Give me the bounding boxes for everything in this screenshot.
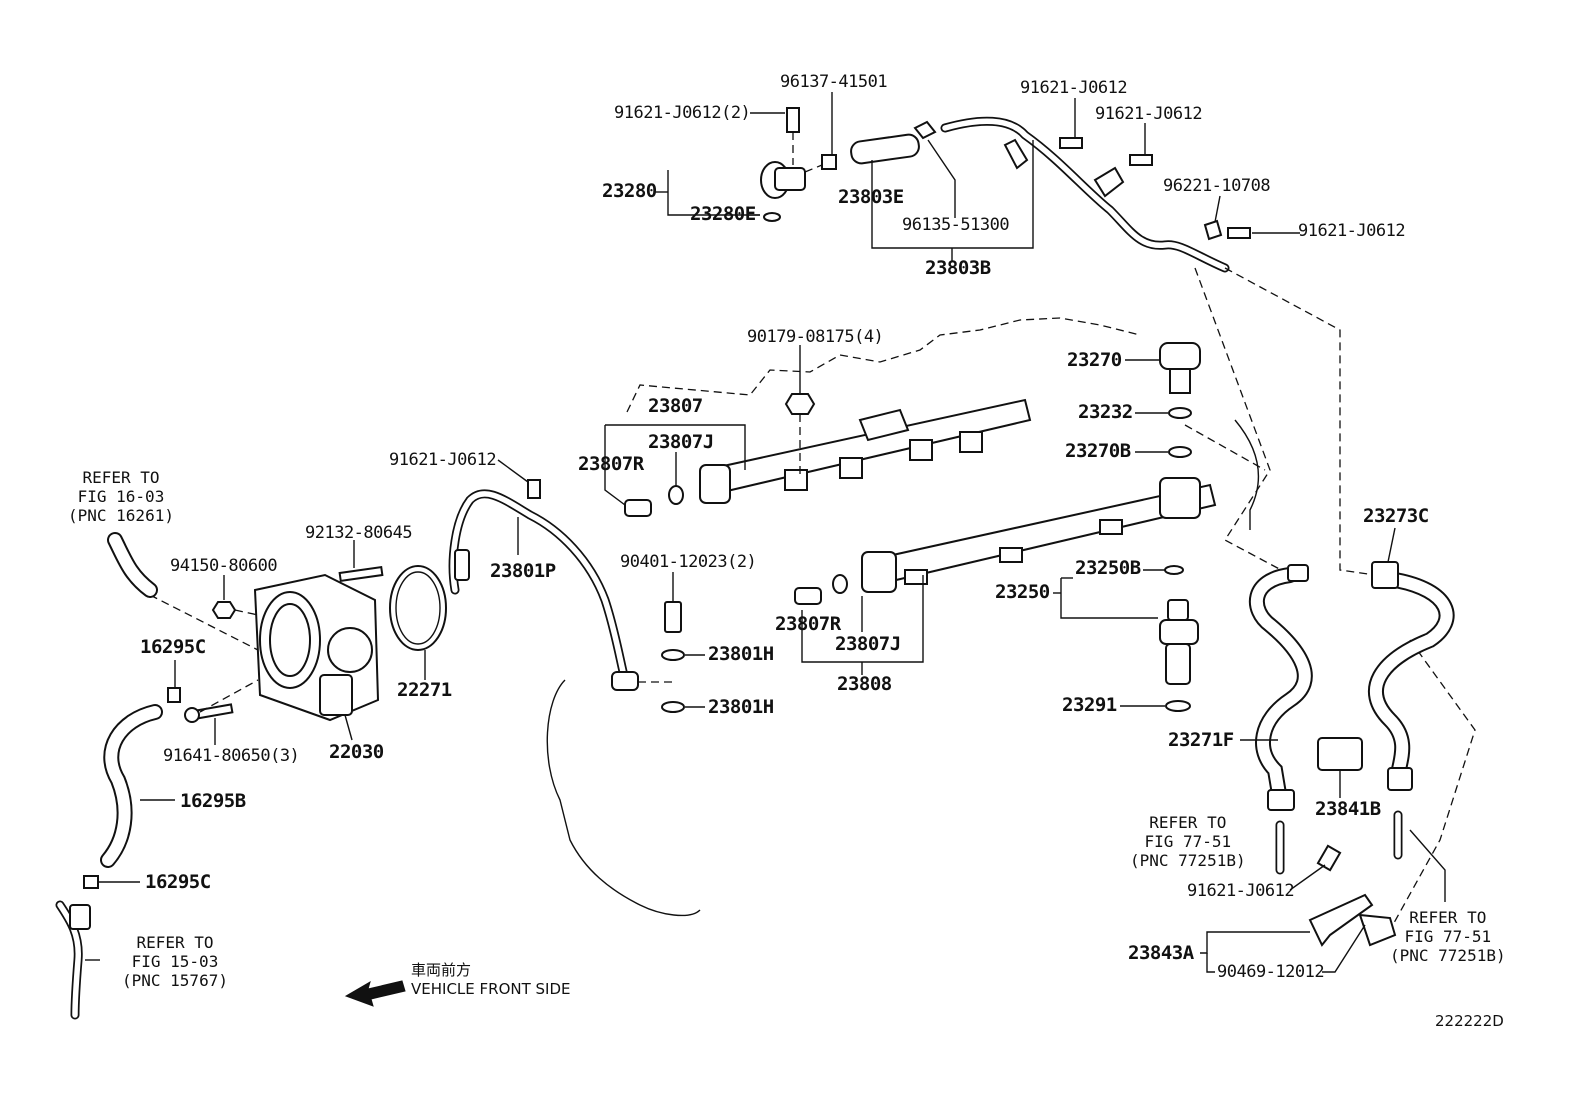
label-90469-12012: 90469-12012	[1217, 962, 1325, 982]
label-23270B: 23270B	[1065, 440, 1131, 462]
label-96135-51300: 96135-51300	[902, 215, 1010, 235]
label-96137-41501: 96137-41501	[780, 72, 888, 92]
gasket-22271	[389, 565, 447, 651]
fuel-rail-23808	[861, 477, 1217, 593]
direction-label-en: VEHICLE FRONT SIDE	[411, 980, 571, 998]
hose-23803E	[850, 133, 920, 165]
engine-outline-side	[1234, 419, 1260, 530]
clip-96221	[1203, 219, 1223, 241]
plug-23807R-b	[794, 587, 822, 605]
injector-23250	[1159, 599, 1199, 685]
label-23273C: 23273C	[1363, 505, 1429, 527]
oring-23250B	[1164, 565, 1184, 575]
oring-23270B	[1168, 446, 1192, 458]
oring-23232	[1168, 407, 1192, 419]
hose-23273C	[1367, 572, 1455, 783]
bolt-b	[1129, 154, 1153, 166]
nut-90179	[784, 393, 816, 415]
label-91621-J0612-b: 91621-J0612	[1095, 104, 1203, 124]
leader-lines	[85, 92, 1446, 973]
oring-23291	[1165, 700, 1191, 712]
label-23250: 23250	[995, 581, 1050, 603]
label-90179-08175: 90179-08175(4)	[747, 327, 884, 347]
nut-94150	[211, 601, 237, 619]
bolt-a	[1059, 137, 1083, 149]
label-91621-J0612-2: 91621-J0612(2)	[614, 103, 751, 123]
refer-fig-16-03: REFER TO FIG 16-03 (PNC 16261)	[68, 468, 174, 525]
bolt-91621-d	[527, 479, 541, 499]
label-23270: 23270	[1067, 349, 1122, 371]
clamp-16295C-a	[167, 687, 181, 703]
label-23841B: 23841B	[1315, 798, 1381, 820]
label-23271F: 23271F	[1168, 729, 1234, 751]
bolt-90401	[664, 601, 682, 633]
label-16295C-b: 16295C	[145, 871, 211, 893]
label-23250B: 23250B	[1075, 557, 1141, 579]
refer-fig-15-03: REFER TO FIG 15-03 (PNC 15767)	[122, 933, 228, 990]
fuel-rail-23807	[699, 398, 1032, 504]
bracket-mid	[1093, 166, 1125, 198]
label-16295B: 16295B	[180, 790, 246, 812]
label-23807R-a: 23807R	[578, 453, 644, 475]
regulator-23270	[1159, 342, 1201, 370]
label-23232: 23232	[1078, 401, 1133, 423]
label-16295C-a: 16295C	[140, 636, 206, 658]
stud-92132	[338, 565, 384, 583]
label-91621-J0612-c: 91621-J0612	[1298, 221, 1406, 241]
plug-23807R-a	[624, 499, 652, 517]
label-23808: 23808	[837, 673, 892, 695]
label-91621-J0612-e: 91621-J0612	[1187, 881, 1295, 901]
engine-outline-lower	[546, 679, 701, 917]
clamp-16295C-b	[83, 875, 99, 889]
clamp-96135	[913, 120, 937, 140]
label-23280: 23280	[602, 180, 657, 202]
label-23803E: 23803E	[838, 186, 904, 208]
figure-code: 222222D	[1435, 1012, 1504, 1030]
bracket-top	[1003, 138, 1029, 170]
bolt-c	[1227, 227, 1251, 239]
direction-label-jp: 車両前方	[411, 961, 472, 979]
bracket-23843A	[1308, 893, 1374, 947]
refer-fig-77-51-a: REFER TO FIG 77-51 (PNC 77251B)	[1130, 813, 1246, 870]
clip-96137	[821, 154, 837, 170]
label-92132-80645: 92132-80645	[305, 523, 413, 543]
engine-outline	[626, 317, 1141, 413]
label-23807J-a: 23807J	[648, 431, 714, 453]
label-22030: 22030	[329, 741, 384, 763]
label-91621-J0612-a: 91621-J0612	[1020, 78, 1128, 98]
label-23801P: 23801P	[490, 560, 556, 582]
label-91641-80650: 91641-80650(3)	[163, 746, 300, 766]
label-94150-80600: 94150-80600	[170, 556, 278, 576]
label-91621-J0612-d: 91621-J0612	[389, 450, 497, 470]
label-23807J-b: 23807J	[835, 633, 901, 655]
label-90401-12023: 90401-12023(2)	[620, 552, 757, 572]
front-arrow-icon	[344, 980, 406, 1007]
label-23801H-a: 23801H	[708, 643, 774, 665]
clip-23841B	[1317, 737, 1363, 771]
washer-23801H-b	[661, 701, 685, 713]
gasket-23807J-b	[832, 574, 848, 594]
label-23801H-b: 23801H	[708, 696, 774, 718]
label-23843A: 23843A	[1128, 942, 1194, 964]
label-23291: 23291	[1062, 694, 1117, 716]
label-23803B: 23803B	[925, 257, 991, 279]
gasket-23807J-a	[668, 485, 684, 505]
label-23807R-b: 23807R	[775, 613, 841, 635]
throttle-body-22030	[253, 573, 380, 722]
bolt-91621-e	[1316, 844, 1342, 872]
label-22271: 22271	[397, 679, 452, 701]
label-96221-10708: 96221-10708	[1163, 176, 1271, 196]
label-23807: 23807	[648, 395, 703, 417]
refer-fig-77-51-b: REFER TO FIG 77-51 (PNC 77251B)	[1390, 908, 1506, 965]
label-23280E: 23280E	[690, 203, 756, 225]
washer-23801H-a	[661, 649, 685, 661]
